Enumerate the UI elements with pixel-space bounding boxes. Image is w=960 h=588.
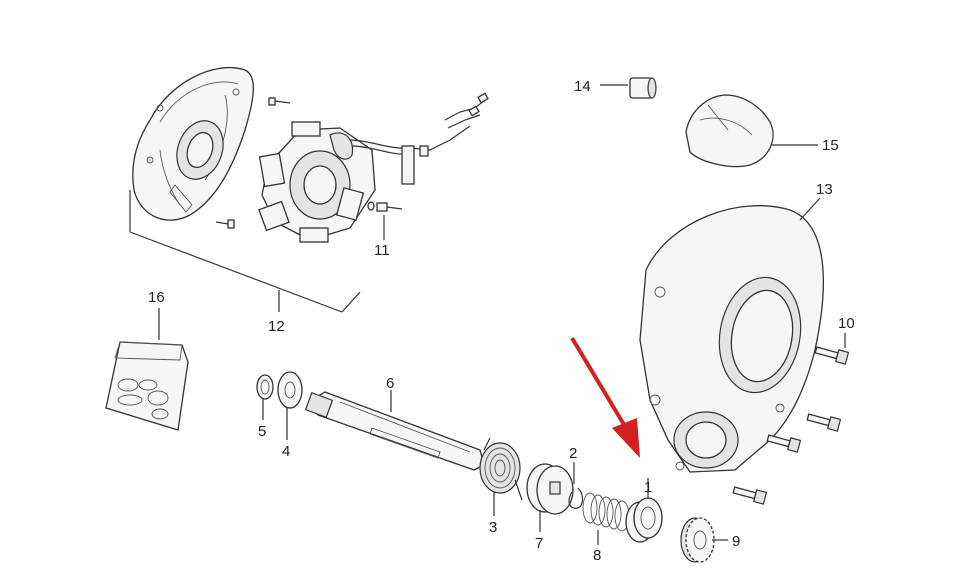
washer-4: [277, 371, 303, 440]
plate-screw-bottom: [215, 219, 235, 229]
label-5: 5: [258, 423, 266, 440]
engine-cover-13: [639, 197, 824, 473]
label-7: 7: [535, 535, 543, 552]
label-2: 2: [569, 445, 577, 462]
bracket-12: [129, 190, 361, 313]
label-9: 9: [732, 533, 740, 550]
red-arrow-indicator: [570, 336, 640, 458]
return-spring-3: [479, 437, 523, 516]
plate-screw-top: [268, 97, 291, 106]
ratchet-7: [526, 463, 574, 532]
gear-9: [680, 517, 728, 563]
label-14: 14: [574, 78, 591, 95]
label-16: 16: [148, 289, 165, 306]
pouch-15: [685, 94, 818, 168]
kickstart-shaft-6: [304, 390, 485, 471]
spacer-14: [600, 77, 657, 99]
label-11: 11: [374, 242, 390, 259]
bushing-1: [625, 478, 663, 543]
cover-bolts-10: [732, 333, 850, 505]
stator-plate: [132, 66, 254, 221]
label-13: 13: [816, 181, 833, 198]
circlip-2: [568, 462, 584, 509]
screw-11: [367, 201, 403, 240]
stator-coil-assembly: [258, 92, 489, 243]
label-10: 10: [838, 315, 855, 332]
label-4: 4: [282, 443, 290, 460]
label-3: 3: [489, 519, 497, 536]
label-8: 8: [593, 547, 601, 564]
label-15: 15: [822, 137, 839, 154]
label-6: 6: [386, 375, 394, 392]
hardware-bag-16: [105, 308, 189, 431]
label-12: 12: [268, 318, 285, 335]
spring-8: [582, 492, 630, 545]
label-1: 1: [644, 479, 652, 496]
washer-5: [256, 374, 274, 420]
